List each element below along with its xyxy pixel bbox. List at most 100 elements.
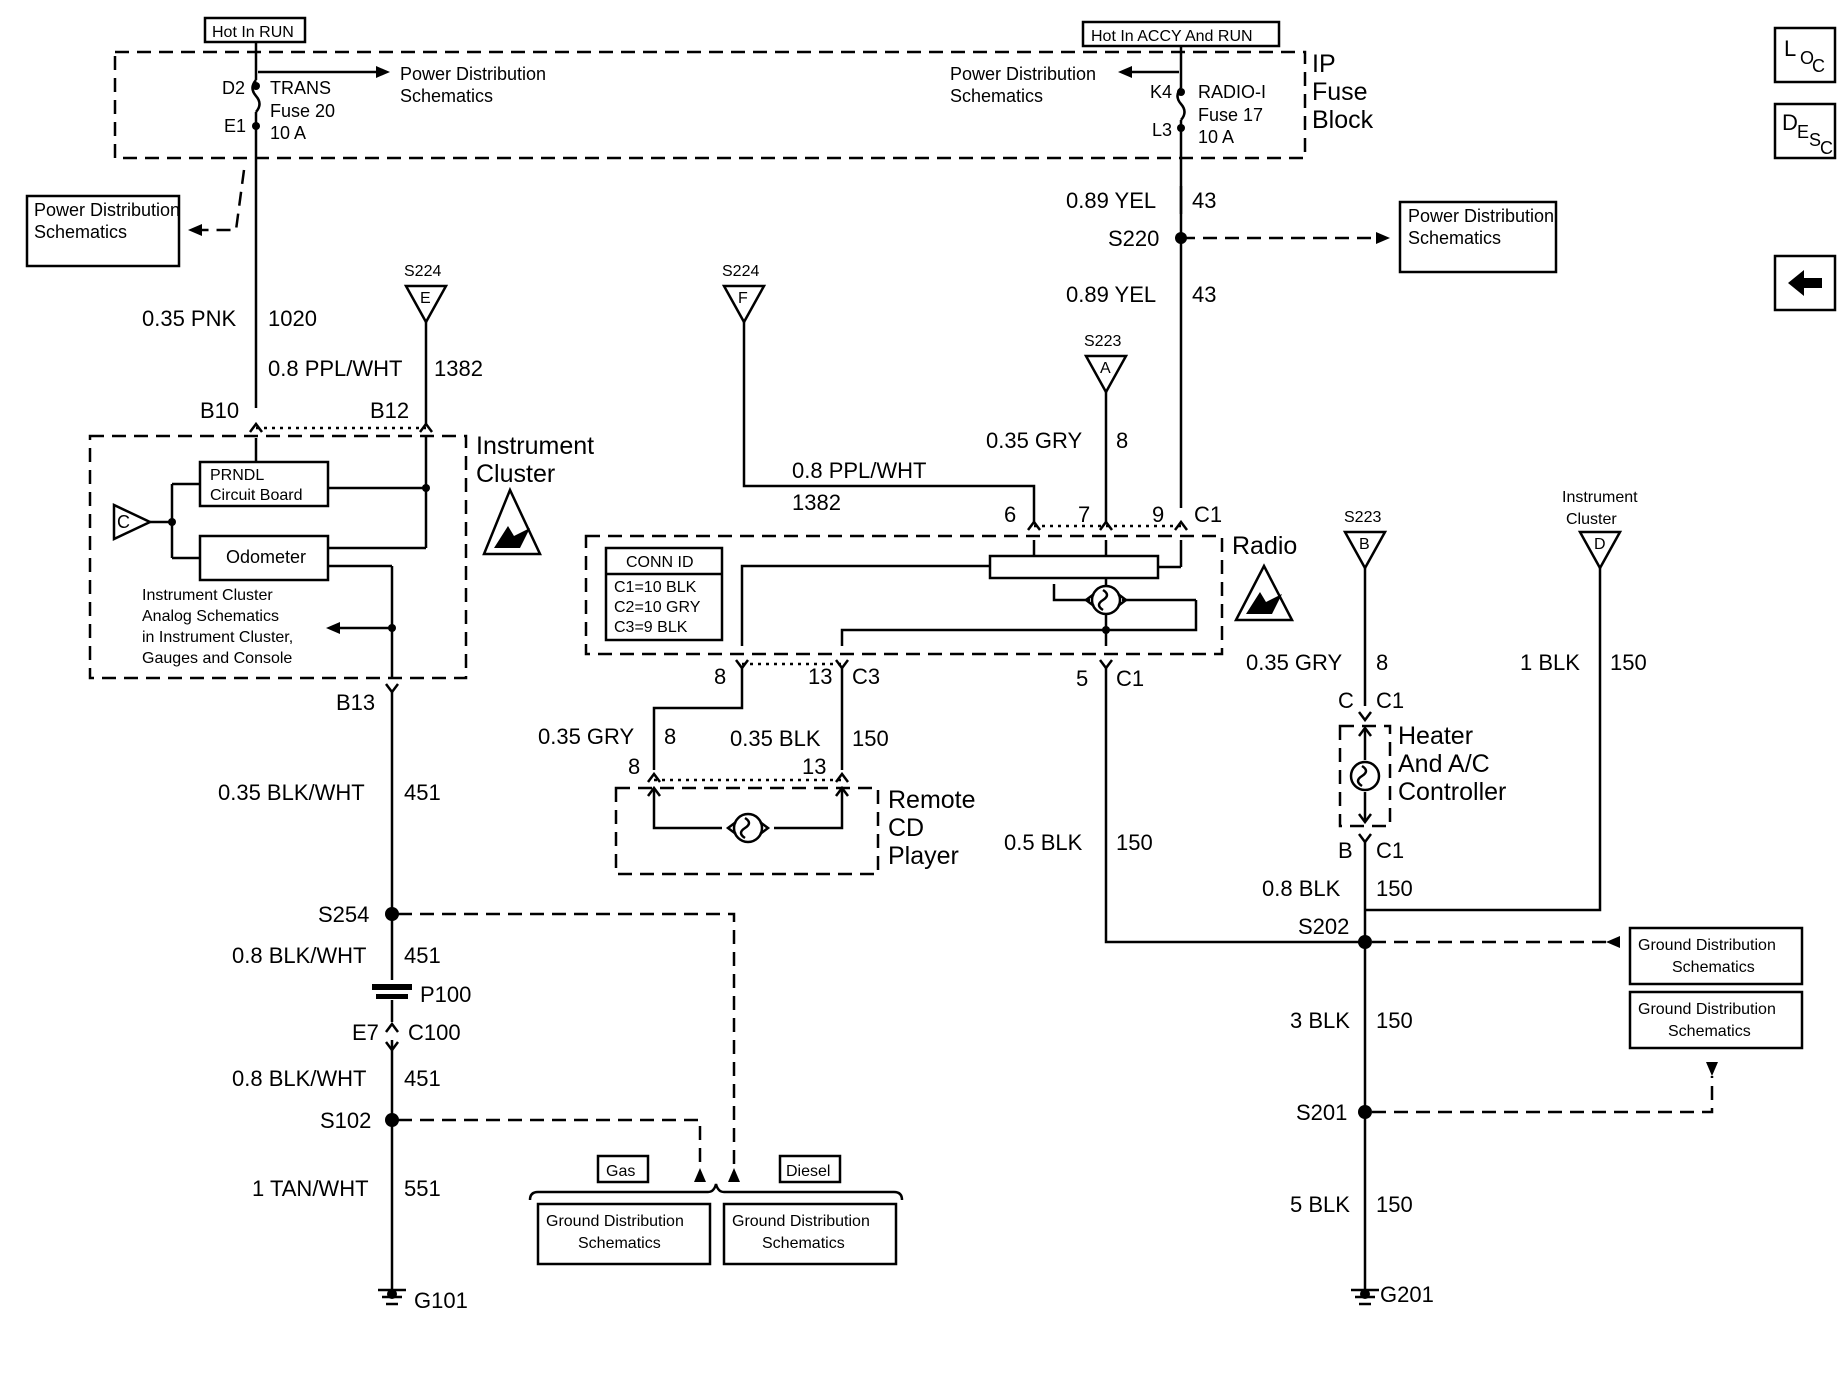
wire-1020-gauge: 0.35 PNK [142,306,236,331]
fuse-block-title-2: Fuse [1312,78,1368,106]
ground-dist-right-1[interactable]: Ground Distribution Schematics [1628,926,1804,986]
power-dist-left-1: Power Distribution [34,200,180,220]
right-ground-branch: 0.8 BLK 150 S202 3 BLK 150 S201 5 BLK 15… [1262,876,1718,1307]
power-dist-top-left-2: Schematics [400,86,493,106]
diesel-label: Diesel [786,1163,830,1180]
ic-d-label-2: Cluster [1566,511,1617,528]
wire-8b-circuit: 8 [664,724,676,749]
s223-b-letter: B [1359,536,1370,553]
radio: Radio CONN ID C1=10 BLK C2=10 GRY C3=9 B… [584,502,1297,691]
power-dist-left-box[interactable]: Power Distribution Schematics [25,169,246,268]
heater-title-3: Controller [1398,778,1506,806]
splice-s102: S102 [320,1108,371,1133]
remote-cd-player: 0.35 GRY 8 0.35 BLK 150 8 13 Remote CD P… [538,668,976,876]
ground-dist-diesel-1: Ground Distribution [732,1213,870,1230]
wire-150c-gauge: 0.5 BLK [1004,830,1083,855]
conn-id-c3: C3=9 BLK [614,619,688,636]
wire-150e-circuit: 150 [1376,1008,1413,1033]
ic-d-label-1: Instrument [1562,489,1638,506]
wire-150d-gauge: 0.8 BLK [1262,876,1341,901]
ground-dist-right-2[interactable]: Ground Distribution Schematics [1628,990,1804,1050]
splice-s220: S220 [1108,226,1159,251]
power-dist-right-box[interactable]: Power Distribution Schematics S220 [1108,200,1558,274]
left-ground-branch: 0.35 BLK/WHT 451 S254 0.8 BLK/WHT 451 P1… [218,692,740,1313]
loc-icon[interactable]: L O C [1773,26,1837,84]
wire-150c-circuit: 150 [1116,830,1153,855]
radio-title: Radio [1232,532,1297,560]
heater-title-2: And A/C [1398,750,1490,778]
heater-bottom-c1: C1 [1376,838,1404,863]
radio-pin-k4: K4 [1150,82,1172,102]
trans-fuse-amps: 10 A [270,123,306,143]
connector-e7: E7 [352,1020,379,1045]
wire-451a-gauge: 0.35 BLK/WHT [218,780,365,805]
radio-fuse: K4 L3 RADIO-I Fuse 17 10 A Power Distrib… [950,46,1266,508]
wire-150a-gauge: 0.35 BLK [730,726,821,751]
s224-e-id: S224 [404,263,441,280]
ip-fuse-block: IP Fuse Block [113,50,1374,160]
splice-s224-e: S224 E [403,263,449,424]
wire-43a-gauge: 0.89 YEL [1066,188,1156,213]
trans-fuse-number: Fuse 20 [270,101,335,121]
radio-fuse-name: RADIO-I [1198,82,1266,102]
wire-551-gauge: 1 TAN/WHT [252,1176,369,1201]
radio-pin-c3: C3 [852,664,880,689]
fuse-block-title-1: IP [1312,50,1336,78]
wire-8a-gauge: 0.35 GRY [986,428,1083,453]
cluster-pin-b12: B12 [370,398,409,423]
power-dist-right-2: Schematics [1408,228,1501,248]
svg-text:O: O [1800,48,1814,68]
conn-id-title: CONN ID [626,554,694,571]
wire-1020-circuit: 1020 [268,306,317,331]
s224-e-letter: E [420,290,431,307]
cluster-pin-b10: B10 [200,398,239,423]
connector-c100: C100 [408,1020,461,1045]
ground-dist-right-2-line2: Schematics [1668,1023,1751,1040]
power-dist-left-2: Schematics [34,222,127,242]
back-arrow-icon[interactable] [1773,254,1837,312]
radio-fuse-number: Fuse 17 [1198,105,1263,125]
power-dist-right-1: Power Distribution [1408,206,1554,226]
odometer-label: Odometer [226,547,306,567]
radio-fuse-amps: 10 A [1198,127,1234,147]
wire-43a-circuit: 43 [1192,188,1216,213]
splice-s254: S254 [318,902,369,927]
trans-pin-e1: E1 [224,116,246,136]
s223-b-id: S223 [1344,509,1381,526]
splice-s223-a: S223 A [1083,333,1129,522]
gas-ground-box[interactable]: Gas Ground Distribution Schematics [536,1154,712,1266]
power-dist-top-right-1: Power Distribution [950,64,1096,84]
cd-pin-13: 13 [802,754,826,779]
wire-551-circuit: 551 [404,1176,441,1201]
conn-id-c2: C2=10 GRY [614,599,701,616]
radio-pin-6: 6 [1004,502,1016,527]
ground-dist-gas-1: Ground Distribution [546,1213,684,1230]
instrument-cluster: Instrument Cluster PRNDL Circuit Board O… [88,398,594,715]
hot-in-accy-run-text: Hot In ACCY And RUN [1091,28,1253,45]
wire-451b-circuit: 451 [404,943,441,968]
wire-8c-circuit: 8 [1376,650,1388,675]
prndl-label-2: Circuit Board [210,487,302,504]
diesel-ground-box[interactable]: Diesel Ground Distribution Schematics [722,1154,898,1266]
desc-icon[interactable]: D E S C [1773,102,1837,160]
loc-icon-text: L [1784,36,1796,61]
instrument-cluster-d: Instrument Cluster D [1365,489,1638,912]
wire-150d-circuit: 150 [1376,876,1413,901]
prndl-label-1: PRNDL [210,467,264,484]
ground-dist-gas-2: Schematics [578,1235,661,1252]
radio-pin-l3: L3 [1152,120,1172,140]
ground-dist-right-2-line1: Ground Distribution [1638,1001,1776,1018]
wire-1382a-circuit: 1382 [434,356,483,381]
analog-note-2: Analog Schematics [142,608,279,625]
ground-dist-right-1-line2: Schematics [1672,959,1755,976]
hot-in-run-text: Hot In RUN [212,24,294,41]
power-dist-top-right-2: Schematics [950,86,1043,106]
radio-bottom-c1: C1 [1116,666,1144,691]
power-dist-top-left-1: Power Distribution [400,64,546,84]
wire-451c-gauge: 0.8 BLK/WHT [232,1066,366,1091]
s224-f-letter: F [738,290,748,307]
wire-150b-circuit: 150 [1610,650,1647,675]
wire-8a-circuit: 8 [1116,428,1128,453]
gas-label: Gas [606,1163,635,1180]
